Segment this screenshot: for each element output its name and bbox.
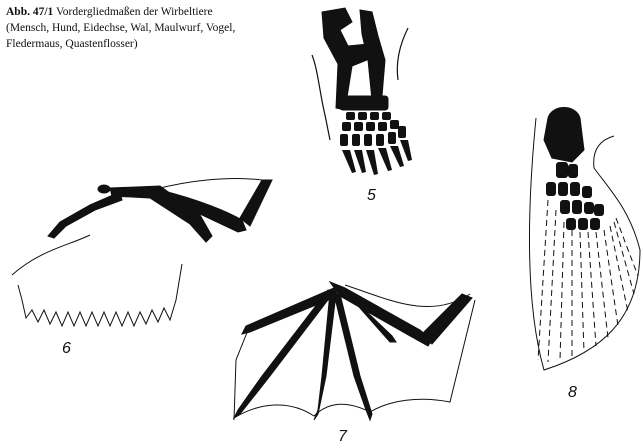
coelacanth-fin-drawing: [529, 108, 640, 371]
figure-number-7: 7: [338, 428, 347, 446]
figure-number-8: 8: [568, 384, 577, 402]
bird-wing-drawing: [12, 178, 272, 326]
figure-number-5: 5: [367, 187, 376, 205]
bat-wing-drawing: [234, 282, 475, 420]
figure-number-6: 6: [62, 340, 71, 358]
mole-forelimb-drawing: [312, 8, 412, 175]
